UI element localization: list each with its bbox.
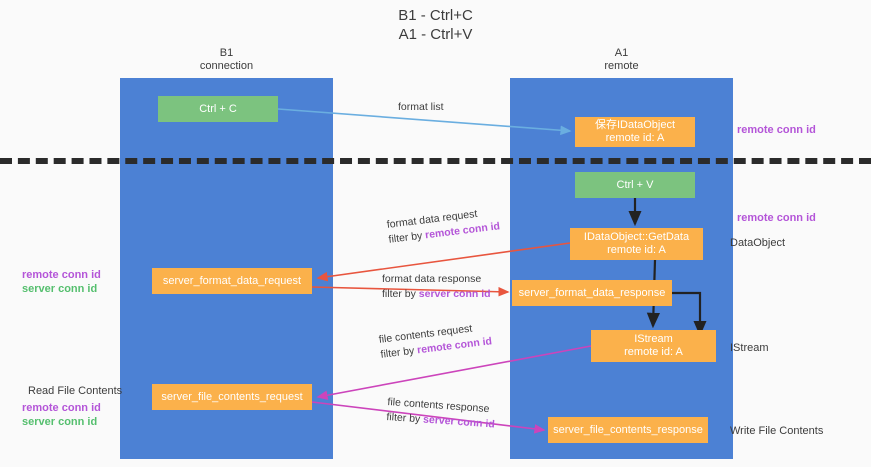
node-server-format-data-response-label: server_format_data_response [518,286,666,299]
node-server-file-contents-response[interactable]: server_file_contents_response [548,417,708,443]
left-note-remote-conn-id-2: remote conn id [22,402,101,414]
column-header-b1: B1 connection [199,47,254,72]
node-ctrl-v[interactable]: Ctrl + V [575,172,695,198]
edge-label-format-data-response-filter: filter by server conn id [382,287,491,302]
node-ctrl-v-label: Ctrl + V [616,178,654,191]
filter-prefix: filter by [387,229,426,246]
left-note-conn-ids-bottom: remote conn id server conn id [22,401,101,429]
node-save-idataobject-sublabel: remote id: A [605,132,665,144]
edge-label-format-list: format list [398,100,444,115]
node-ctrl-c-label: Ctrl + C [199,102,237,115]
node-idataobject-getdata-label: IDataObject::GetData [583,231,690,243]
left-note-conn-ids-top: remote conn id server conn id [22,268,101,296]
node-server-file-contents-response-label: server_file_contents_response [553,423,703,436]
node-istream-sublabel: remote id: A [624,346,683,358]
filter-prefix: filter by [382,288,419,300]
edge-label-format-data-response: format data response filter by server co… [382,272,491,302]
left-note-read-file-contents: Read File Contents [28,385,123,397]
node-server-file-contents-request[interactable]: server_file_contents_request [152,384,312,410]
node-idataobject-getdata-sublabel: remote id: A [607,244,666,256]
side-note-remote-conn-id-top: remote conn id [737,124,816,136]
side-note-remote-conn-id-mid: remote conn id [737,212,816,224]
node-ctrl-c[interactable]: Ctrl + C [158,96,278,122]
node-save-idataobject-label: 保存IDataObject [594,119,676,131]
filter-key-server-conn-id: server conn id [422,413,496,431]
side-note-istream: IStream [730,342,769,354]
edge-label-file-contents-request: file contents request filter by remote c… [378,319,493,362]
left-note-remote-conn-id-1: remote conn id [22,269,101,281]
edge-label-format-data-response-main: format data response [382,273,482,285]
edge-label-format-list-main: format list [398,101,444,113]
left-note-server-conn-id-2: server conn id [22,416,98,428]
side-note-write-file-contents: Write File Contents [730,425,824,437]
phase-separator-dashed-line [0,158,871,164]
node-server-format-data-request[interactable]: server_format_data_request [152,268,312,294]
filter-key-server-conn-id: server conn id [418,288,491,300]
node-idataobject-getdata[interactable]: IDataObject::GetData remote id: A [570,228,703,260]
node-istream[interactable]: IStream remote id: A [591,330,716,362]
filter-prefix: filter by [379,344,418,361]
node-save-idataobject[interactable]: 保存IDataObject remote id: A [575,117,695,147]
node-istream-label: IStream [634,333,673,345]
column-header-a1: A1 remote [604,47,639,72]
page-title: B1 - Ctrl+C A1 - Ctrl+V [398,7,473,43]
node-server-format-data-request-label: server_format_data_request [162,274,302,287]
node-server-file-contents-request-label: server_file_contents_request [161,390,303,403]
edge-label-file-contents-response: file contents response filter by server … [386,395,496,432]
side-note-dataobject: DataObject [730,237,786,249]
left-note-server-conn-id-1: server conn id [22,283,98,295]
filter-prefix: filter by [386,410,424,426]
node-server-format-data-response[interactable]: server_format_data_response [512,280,672,306]
edge-label-format-data-request: format data request filter by remote con… [386,204,501,247]
